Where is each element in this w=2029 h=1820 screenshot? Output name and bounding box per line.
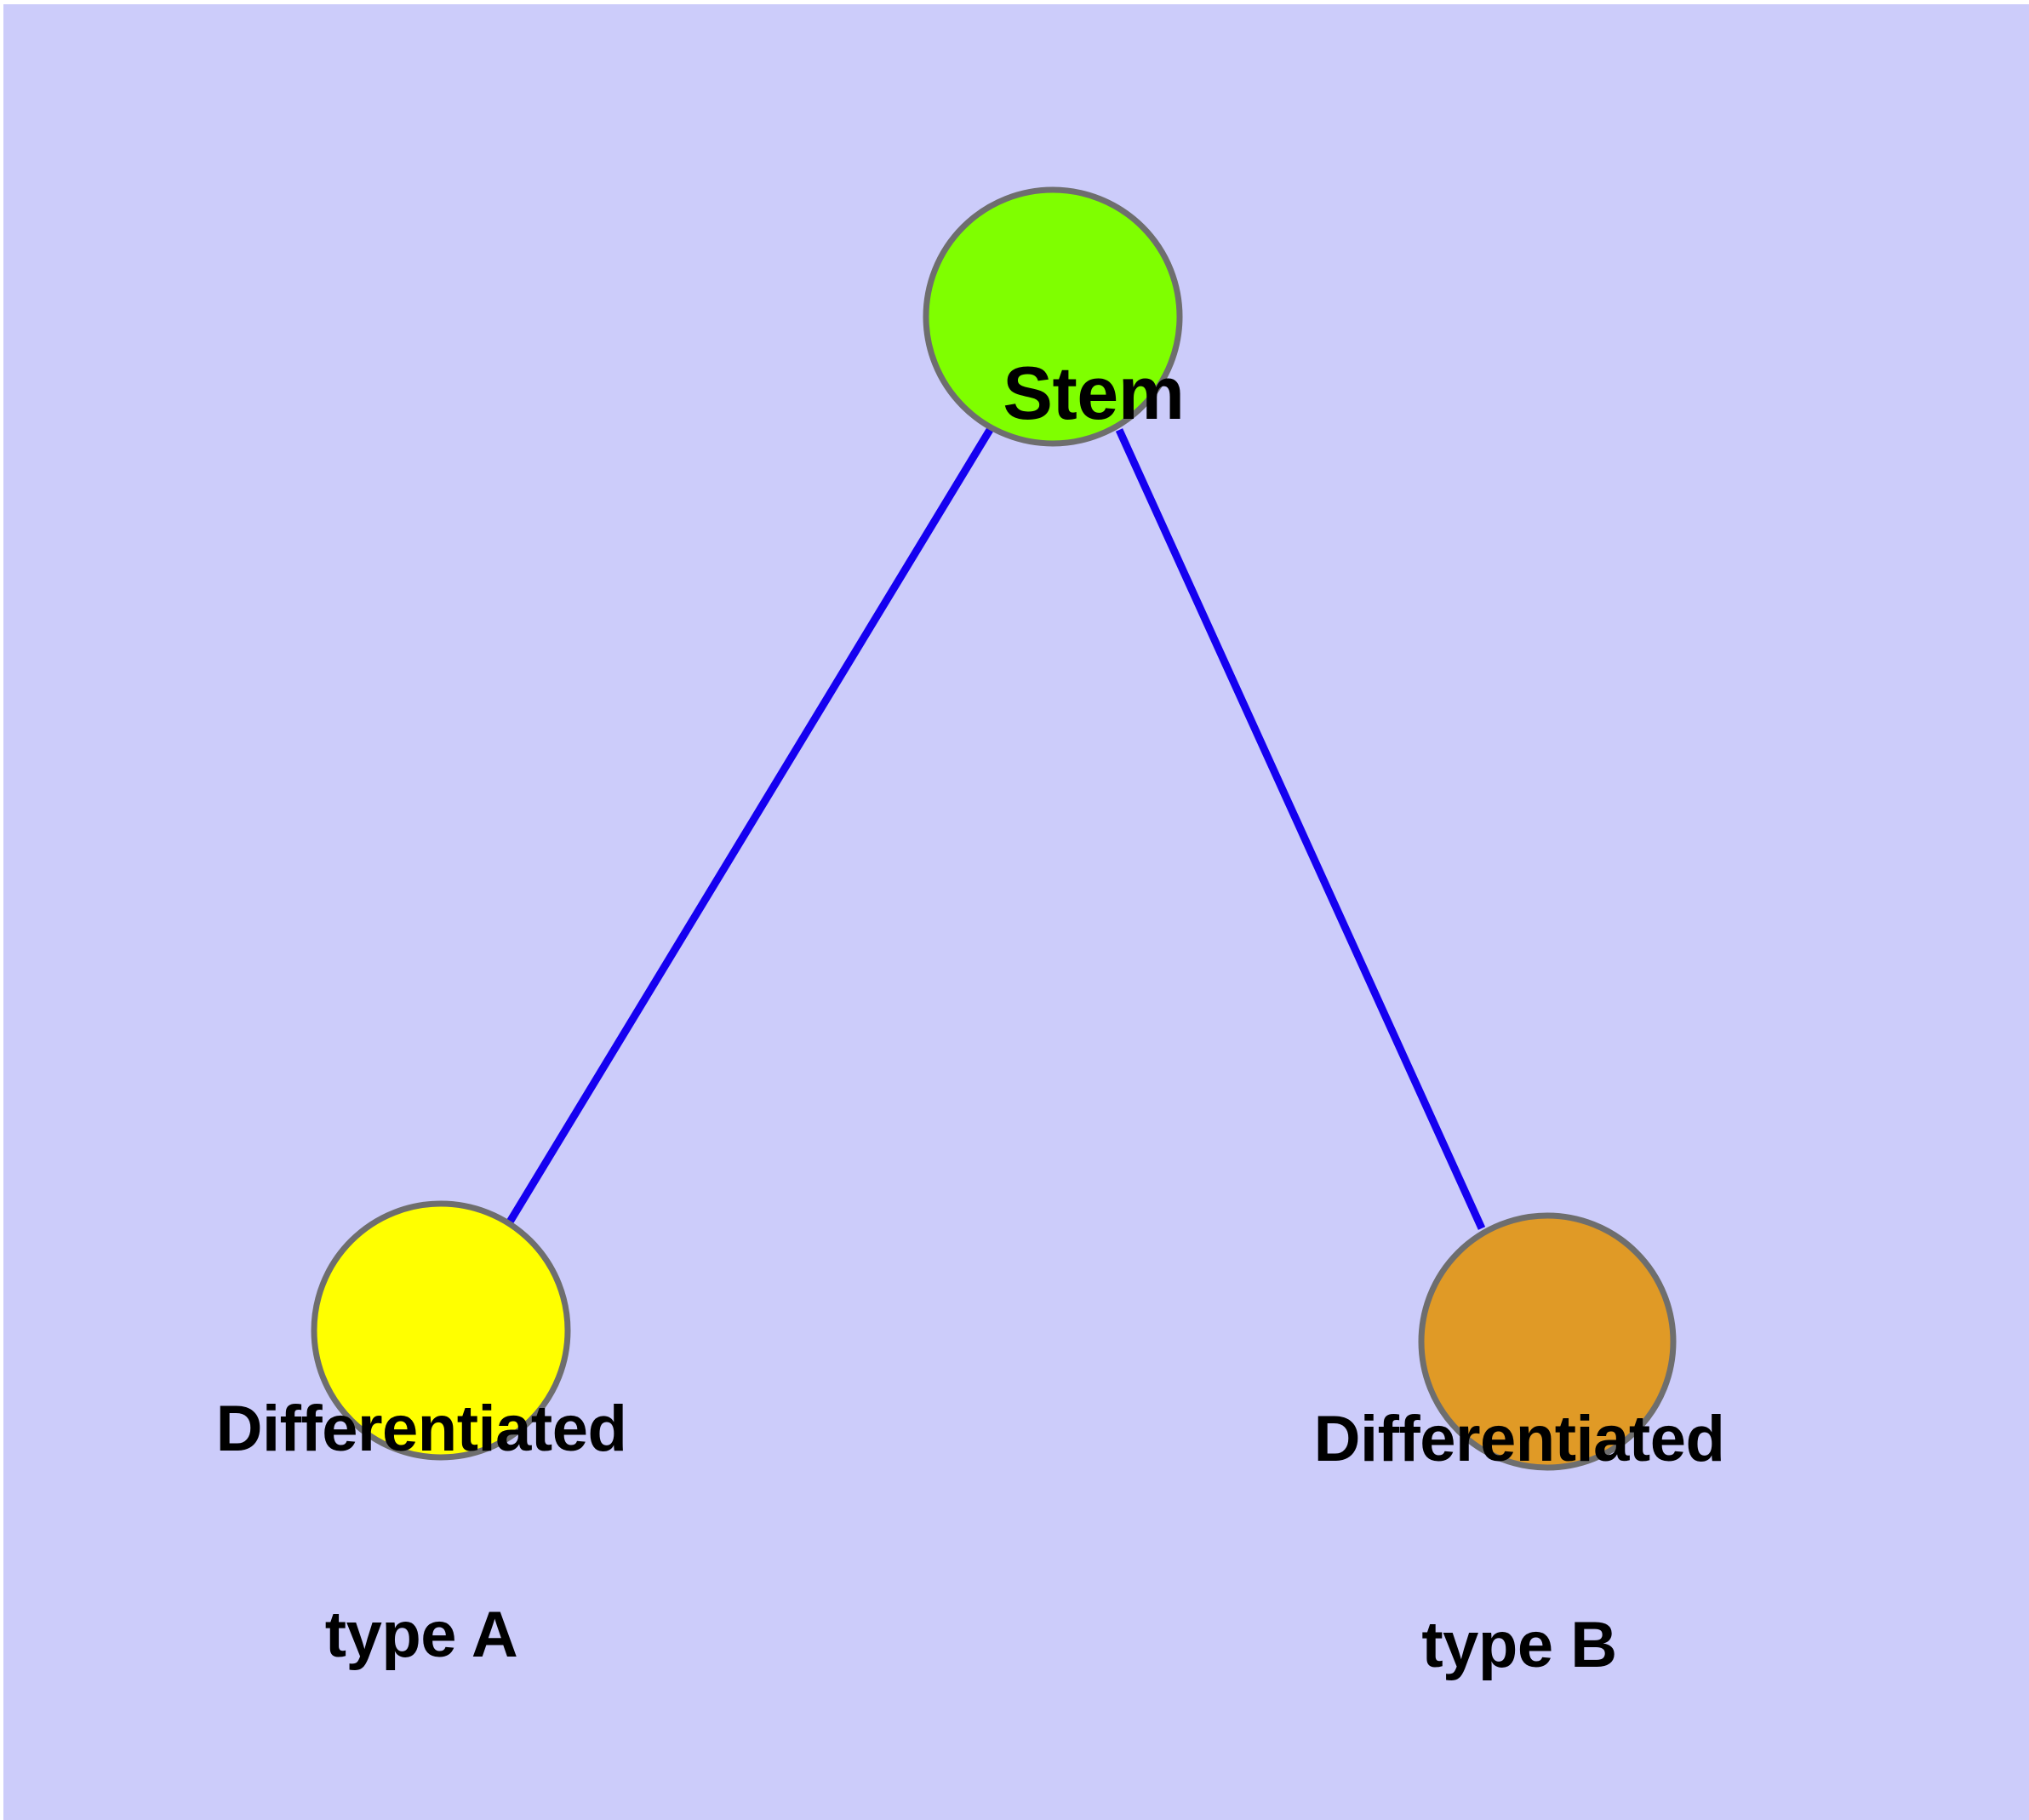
node-differentiated-type-a[interactable]	[311, 1200, 571, 1461]
node-differentiated-type-b[interactable]	[1418, 1212, 1677, 1471]
node-layer	[311, 186, 1677, 1471]
edge-layer	[506, 427, 1486, 1230]
node-stem[interactable]	[923, 186, 1183, 447]
edge-stem-to-differentiated-b[interactable]	[1115, 428, 1486, 1230]
edge-stem-to-differentiated-a[interactable]	[506, 427, 993, 1226]
